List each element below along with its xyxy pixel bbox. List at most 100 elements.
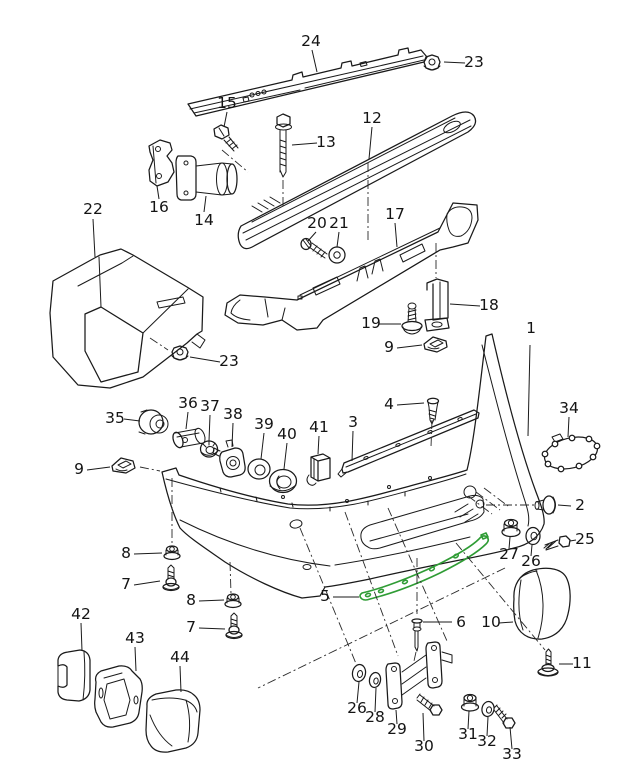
callout-19: 19 — [361, 314, 381, 332]
callout-20: 20 — [307, 214, 327, 232]
part-10-cover-right — [513, 567, 571, 640]
part-43-cover-frame — [94, 665, 143, 728]
part-26-washer-right — [525, 526, 541, 546]
part-23-nut-lower — [171, 345, 189, 361]
part-9-clip-right — [423, 336, 448, 353]
callout-26a: 26 — [521, 552, 541, 570]
callout-8a: 8 — [121, 544, 131, 562]
part-19-push-rivet — [401, 302, 423, 335]
callout-13: 13 — [316, 133, 336, 151]
part-25-screw — [543, 535, 571, 551]
part-33-screw — [493, 704, 516, 729]
callout-33: 33 — [502, 745, 522, 763]
part-38-sensor-holder — [212, 439, 246, 478]
part-11-screw — [537, 648, 559, 677]
part-7-screw-center — [225, 612, 243, 640]
callout-12: 12 — [362, 109, 382, 127]
part-35-grommet — [138, 409, 169, 435]
callout-14: 14 — [194, 211, 214, 229]
part-34-gasket-ring — [541, 433, 601, 473]
callout-2: 2 — [575, 496, 585, 514]
callout-23a: 23 — [464, 53, 484, 71]
part-15-screw — [213, 124, 239, 152]
callout-35: 35 — [105, 409, 125, 427]
callout-21: 21 — [329, 214, 349, 232]
part-30-screw — [416, 693, 443, 716]
callout-43: 43 — [125, 629, 145, 647]
callout-6: 6 — [456, 613, 466, 631]
callout-41: 41 — [309, 418, 329, 436]
part-21-washer — [328, 246, 346, 264]
part-17-lower-panel — [224, 202, 479, 331]
part-24-retaining-strip — [187, 47, 428, 117]
callout-22: 22 — [83, 200, 103, 218]
callout-29: 29 — [387, 720, 407, 738]
part-2-plug — [534, 495, 556, 515]
part-27-nut — [501, 518, 521, 538]
part-29-bracket-straps — [385, 641, 453, 710]
part-5-spoiler-strip-highlight — [359, 532, 490, 601]
part-6-rivet-pin — [411, 618, 423, 652]
part-40-cap-ring — [268, 468, 298, 494]
callout-8b: 8 — [186, 591, 196, 609]
part-14-spacer — [175, 155, 238, 201]
callout-9a: 9 — [384, 338, 394, 356]
callout-31: 31 — [458, 725, 478, 743]
part-13-bolt — [275, 113, 292, 178]
callout-15: 15 — [217, 94, 237, 112]
callout-5: 5 — [320, 587, 330, 605]
callout-7b: 7 — [186, 618, 196, 636]
part-28-washer — [368, 671, 382, 689]
part-44-cover-left — [145, 689, 201, 753]
part-41-retainer — [306, 453, 331, 486]
part-8-nut-left — [163, 545, 181, 561]
part-42-cover-cap — [57, 649, 91, 702]
callout-42: 42 — [71, 605, 91, 623]
callout-10: 10 — [481, 613, 501, 631]
callout-3: 3 — [348, 413, 358, 431]
callout-18: 18 — [479, 296, 499, 314]
callout-11: 11 — [572, 654, 592, 672]
callout-25: 25 — [575, 530, 595, 548]
callout-1: 1 — [526, 319, 536, 337]
callout-39: 39 — [254, 415, 274, 433]
part-39-seal-ring — [247, 458, 271, 480]
part-1-bumper-cover — [161, 333, 545, 599]
callout-7a: 7 — [121, 575, 131, 593]
diagram-linework — [49, 47, 601, 753]
part-16-plate — [148, 139, 175, 187]
part-8-nut-center — [224, 593, 242, 609]
part-7-screw-left — [162, 564, 180, 592]
part-18-support-bracket — [424, 278, 450, 332]
callout-30: 30 — [414, 737, 434, 755]
callout-34: 34 — [559, 399, 579, 417]
callout-9b: 9 — [74, 460, 84, 478]
callout-38: 38 — [223, 405, 243, 423]
callout-16: 16 — [149, 198, 169, 216]
part-20-screw — [300, 237, 328, 259]
part-26-washer-bottom — [351, 663, 367, 683]
callout-23b: 23 — [219, 352, 239, 370]
part-31-nut — [460, 693, 480, 712]
callout-4: 4 — [384, 395, 394, 413]
callout-32: 32 — [477, 732, 497, 750]
part-12-reinforcement-beam — [237, 111, 477, 250]
callout-37: 37 — [200, 397, 220, 415]
callout-28: 28 — [365, 708, 385, 726]
leader-lines — [80, 49, 577, 750]
callout-labels: 1 2 3 4 5 6 7 8 7 8 9 9 10 11 12 13 14 1… — [71, 32, 595, 763]
part-3-strip — [337, 409, 480, 478]
callout-40: 40 — [277, 425, 297, 443]
callout-27: 27 — [499, 545, 519, 563]
part-23-nut-top — [423, 54, 441, 71]
callout-17: 17 — [385, 205, 405, 223]
callout-44: 44 — [170, 648, 190, 666]
callout-24: 24 — [301, 32, 321, 50]
callout-36: 36 — [178, 394, 198, 412]
assembly-axis-lines — [139, 149, 546, 689]
callout-26b: 26 — [347, 699, 367, 717]
part-32-washer — [481, 700, 495, 718]
part-9-clip-left — [111, 457, 136, 474]
